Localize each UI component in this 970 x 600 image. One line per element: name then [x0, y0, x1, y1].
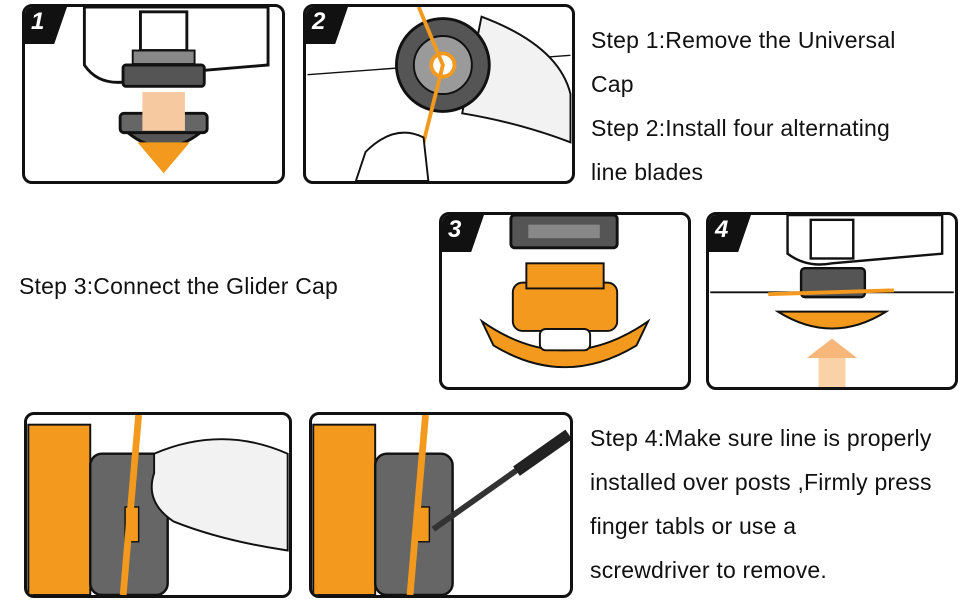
step-number: 3 [448, 216, 462, 243]
install-line-illustration [307, 7, 572, 181]
step-4-panel: 4 [706, 212, 958, 390]
step-1-2-text: Step 1:Remove the Universal Cap Step 2:I… [591, 18, 896, 194]
step-number: 4 [715, 216, 729, 243]
step-4-line-3: finger tabls or use a [590, 513, 797, 539]
step-4-line-4: screwdriver to remove. [590, 557, 828, 583]
screwdriver-illustration [312, 415, 570, 595]
step-3-panel: 3 [439, 212, 691, 390]
step-4-text: Step 4:Make sure line is properly instal… [590, 416, 932, 592]
step-4-line-1: Step 4:Make sure line is properly [590, 425, 932, 451]
step-1-panel: 1 [22, 4, 285, 184]
step-4-line-2: installed over posts ,Firmly press [590, 469, 932, 495]
step-2-panel: 2 [303, 4, 575, 184]
step-number: 1 [31, 8, 45, 35]
step-number: 2 [312, 8, 326, 35]
step-3-line: Step 3:Connect the Glider Cap [19, 273, 339, 299]
step-3-text: Step 3:Connect the Glider Cap [19, 264, 338, 308]
attach-head-illustration [710, 215, 954, 387]
step-1-line-1: Step 1:Remove the Universal [591, 27, 896, 53]
remove-cap-illustration [82, 7, 270, 174]
step-1-line-2: Cap [591, 71, 634, 97]
screwdriver-panel [309, 412, 573, 598]
step-2-line-1: Step 2:Install four alternating [591, 115, 890, 141]
finger-tabs-panel [24, 412, 292, 598]
step-2-line-2: line blades [591, 159, 704, 185]
press-tabs-illustration [27, 415, 289, 595]
glider-cap-illustration [479, 215, 651, 369]
